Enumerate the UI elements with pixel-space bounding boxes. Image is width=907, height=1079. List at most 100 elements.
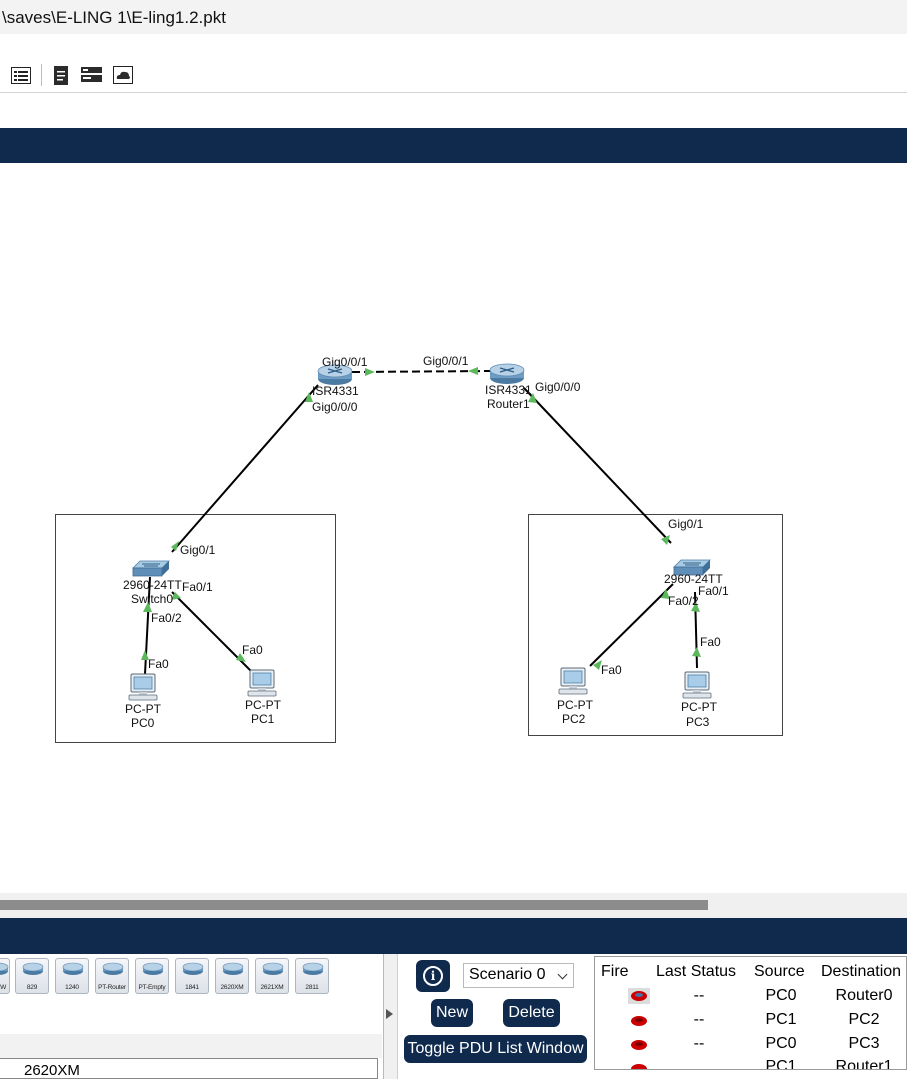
link-r1-switch1[interactable]	[523, 387, 672, 544]
switch1-model-label: 2960-24TT	[664, 572, 723, 586]
link-switch1-pc2[interactable]	[589, 583, 674, 667]
new-scenario-button[interactable]: New	[431, 999, 473, 1027]
topology-canvas[interactable]: Gig0/0/1 ISR4331 Gig0/0/0 Gig0/0/1 ISR43…	[0, 163, 907, 893]
scenario-select[interactable]: Scenario 0	[463, 963, 574, 988]
pc3-fa0-label: Fa0	[700, 635, 721, 649]
device-2621xm[interactable]: 2621XM	[255, 958, 289, 994]
pc2-icon[interactable]	[558, 667, 588, 695]
router1-name-label: Router1	[487, 397, 530, 411]
pc0-model-label: PC-PT	[125, 702, 162, 716]
r0-gig001-label: Gig0/0/1	[322, 355, 368, 369]
panel-splitter[interactable]	[384, 954, 398, 1079]
header-last-status: Last Status	[656, 963, 737, 980]
toolbar	[0, 58, 907, 93]
fire-icon[interactable]	[628, 1013, 650, 1029]
r1-gig000-label: Gig0/0/0	[535, 380, 581, 394]
device-2811[interactable]: 2811	[295, 958, 329, 994]
device-1841[interactable]: 1841	[175, 958, 209, 994]
row-source: PC0	[765, 987, 797, 1004]
pc2-fa0-label: Fa0	[601, 663, 622, 677]
sw0-fa02-label: Fa0/2	[151, 611, 182, 625]
pc2-name-label: PC2	[562, 712, 586, 726]
fire-icon[interactable]	[628, 988, 650, 1004]
link-status-indicators	[141, 367, 701, 670]
pc0-fa0-label: Fa0	[148, 657, 169, 671]
switch0-name-label: Switch0	[131, 592, 173, 606]
router-icon	[222, 962, 244, 981]
pc1-model-label: PC-PT	[245, 698, 282, 712]
fire-icon[interactable]	[628, 1061, 650, 1069]
sw1-fa01-label: Fa0/1	[698, 584, 729, 598]
pc1-icon[interactable]	[247, 669, 277, 697]
row-destination: PC3	[848, 1035, 880, 1052]
expand-arrow-icon[interactable]	[386, 1009, 393, 1019]
device-pt-router[interactable]: PT-Router	[95, 958, 129, 994]
device-1240[interactable]: 1240	[55, 958, 89, 994]
selected-device-name: 2620XM	[24, 1062, 80, 1079]
window-title: \saves\E-LING 1\E-ling1.2.pkt	[2, 8, 226, 27]
pc3-name-label: PC3	[686, 715, 710, 729]
left-area-frame	[55, 514, 336, 743]
router-icon	[142, 962, 164, 981]
note-icon[interactable]	[50, 65, 72, 85]
sw1-gig01-label: Gig0/1	[668, 517, 704, 531]
row-destination: Router1	[835, 1058, 893, 1070]
selected-device-box: 2620XM	[0, 1058, 378, 1079]
right-area-frame	[528, 514, 783, 736]
logical-workspace[interactable]: Gig0/0/1 ISR4331 Gig0/0/0 Gig0/0/1 ISR43…	[0, 163, 907, 893]
scenario-select-value: Scenario 0	[469, 966, 546, 983]
horizontal-scrollbar[interactable]	[0, 893, 907, 918]
r0-gig000-label: Gig0/0/0	[312, 400, 358, 414]
list-icon[interactable]	[10, 65, 32, 85]
cloud-icon[interactable]	[112, 65, 134, 85]
pc0-name-label: PC0	[131, 716, 155, 730]
delete-scenario-button[interactable]: Delete	[503, 999, 560, 1027]
router0-model-label: ISR4331	[312, 384, 359, 398]
header-source: Source	[754, 963, 805, 980]
router-icon	[62, 962, 84, 981]
pc3-model-label: PC-PT	[681, 700, 718, 714]
scenario-panel: i Scenario 0 New Delete Toggle PDU List …	[398, 954, 592, 1079]
header-fire: Fire	[601, 963, 629, 980]
row-source: PC1	[765, 1058, 797, 1070]
switch0-model-label: 2960-24TT	[123, 578, 182, 592]
pc3-icon[interactable]	[682, 671, 712, 699]
info-button[interactable]: i	[416, 960, 450, 992]
chevron-down-icon	[557, 969, 568, 980]
row-source: PC1	[765, 1011, 797, 1028]
device-w[interactable]: W	[0, 958, 10, 994]
router1-icon[interactable]	[489, 363, 525, 385]
row-destination: PC2	[848, 1011, 880, 1028]
navigation-band	[0, 128, 907, 163]
pc1-fa0-label: Fa0	[242, 643, 263, 657]
router-icon	[22, 962, 44, 981]
r1-gig001-label: Gig0/0/1	[423, 354, 469, 368]
device-icon[interactable]	[80, 65, 102, 85]
row-last-status: --	[693, 1011, 705, 1028]
router-icon	[182, 962, 204, 981]
router-icon	[262, 962, 284, 981]
router-icon	[102, 962, 124, 981]
sw0-fa01-label: Fa0/1	[182, 580, 213, 594]
device-pt-empty[interactable]: PT-Empty	[135, 958, 169, 994]
router1-model-label: ISR4331	[485, 383, 532, 397]
horizontal-scroll-thumb[interactable]	[0, 900, 708, 910]
link-r0-switch0[interactable]	[171, 384, 319, 553]
row-last-status: --	[693, 987, 705, 1004]
pc0-icon[interactable]	[128, 673, 158, 701]
title-bar: \saves\E-LING 1\E-ling1.2.pkt	[0, 0, 907, 34]
toggle-pdu-list-button[interactable]: Toggle PDU List Window	[404, 1035, 587, 1063]
device-type-band	[0, 918, 907, 954]
row-last-status: --	[693, 1035, 705, 1052]
device-row: W 829 1240 PT-Router PT-Empty 1841 2620X…	[0, 958, 382, 996]
device-829[interactable]: 829	[15, 958, 49, 994]
device-panel-divider	[0, 1034, 382, 1058]
info-icon: i	[423, 966, 443, 986]
sw0-gig01-label: Gig0/1	[180, 543, 216, 557]
row-source: PC0	[765, 1035, 797, 1052]
pc1-name-label: PC1	[251, 712, 275, 726]
pc2-model-label: PC-PT	[557, 698, 594, 712]
fire-icon[interactable]	[628, 1037, 650, 1053]
device-2620xm[interactable]: 2620XM	[215, 958, 249, 994]
switch0-icon[interactable]	[132, 560, 170, 577]
